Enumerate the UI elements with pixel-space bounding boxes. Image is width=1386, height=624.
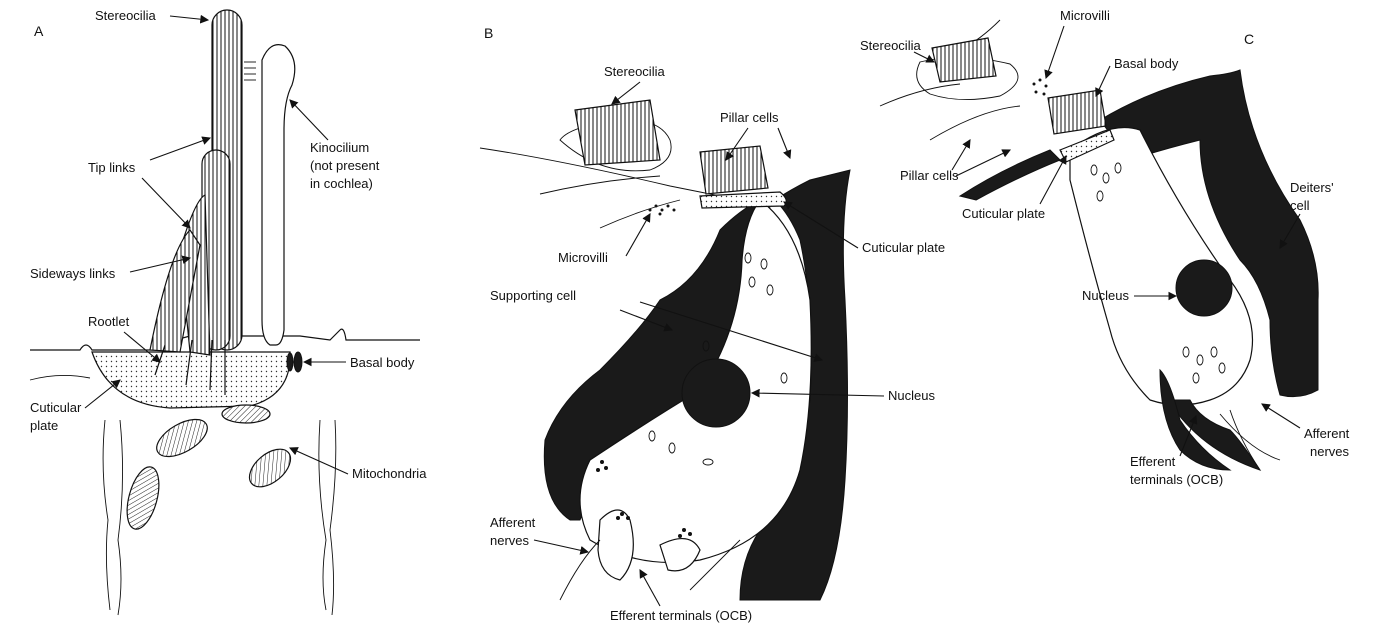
label-stereocilia-a: Stereocilia <box>95 8 156 23</box>
label-efferent-terminals-c-2: terminals (OCB) <box>1130 472 1223 487</box>
label-cuticular-plate-c: Cuticular plate <box>962 206 1045 221</box>
label-kinocilium-2: (not present <box>310 158 380 173</box>
mitochondria-group <box>121 405 297 533</box>
afferent-terminal-b <box>598 510 633 580</box>
label-stereocilia-b: Stereocilia <box>604 64 665 79</box>
label-deiters-cell-1: Deiters' <box>1290 180 1334 195</box>
label-pillar-cells-b: Pillar cells <box>720 110 779 125</box>
label-basal-body-c: Basal body <box>1114 56 1179 71</box>
label-nucleus-c: Nucleus <box>1082 288 1129 303</box>
stereocilia-bundle-c <box>932 38 1106 134</box>
label-cuticular-plate-a-1: Cuticular <box>30 400 82 415</box>
label-nucleus-b: Nucleus <box>888 388 935 403</box>
label-kinocilium-1: Kinocilium <box>310 140 369 155</box>
label-efferent-terminals-b: Efferent terminals (OCB) <box>610 608 752 623</box>
label-mitochondria: Mitochondria <box>352 466 427 481</box>
label-rootlet: Rootlet <box>88 314 130 329</box>
nucleus-c <box>1176 260 1232 316</box>
label-cuticular-plate-b: Cuticular plate <box>862 240 945 255</box>
label-afferent-nerves-b-1: Afferent <box>490 515 536 530</box>
cuticular-plate-a <box>92 352 290 408</box>
label-sideways-links: Sideways links <box>30 266 116 281</box>
label-efferent-terminals-c-1: Efferent <box>1130 454 1176 469</box>
basal-body-a <box>294 352 302 372</box>
label-deiters-cell-2: cell <box>1290 198 1310 213</box>
panel-a: A <box>30 8 427 615</box>
label-microvilli-c: Microvilli <box>1060 8 1110 23</box>
label-supporting-cell: Supporting cell <box>490 288 576 303</box>
kinocilium <box>262 45 295 345</box>
label-tip-links: Tip links <box>88 160 136 175</box>
label-stereocilia-c: Stereocilia <box>860 38 921 53</box>
nucleus-b <box>682 359 750 427</box>
label-microvilli-b: Microvilli <box>558 250 608 265</box>
efferent-terminal-b <box>660 539 700 571</box>
panel-b-letter: B <box>484 25 493 41</box>
panel-c-letter: C <box>1244 31 1254 47</box>
label-afferent-nerves-c-2: nerves <box>1310 444 1350 459</box>
label-kinocilium-3: in cochlea) <box>310 176 373 191</box>
panel-a-letter: A <box>34 23 44 39</box>
panel-b: B <box>480 25 945 623</box>
label-afferent-nerves-c-1: Afferent <box>1304 426 1350 441</box>
label-afferent-nerves-b-2: nerves <box>490 533 530 548</box>
label-basal-body-a: Basal body <box>350 355 415 370</box>
label-cuticular-plate-a-2: plate <box>30 418 58 433</box>
label-pillar-cells-c: Pillar cells <box>900 168 959 183</box>
